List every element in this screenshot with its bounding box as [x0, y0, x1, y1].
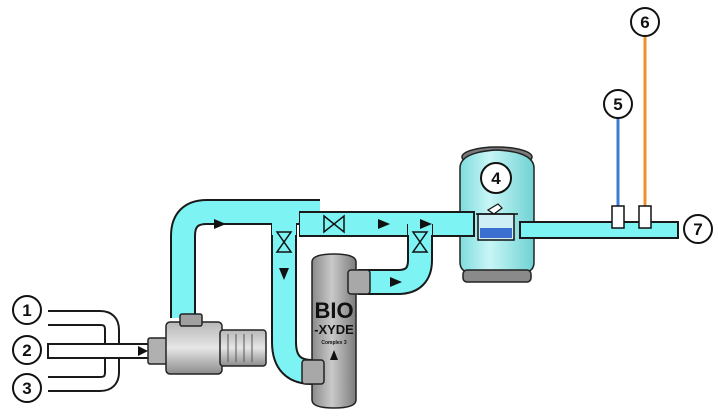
up-arrow-icon — [330, 350, 338, 360]
probe-orange — [638, 34, 652, 229]
callout-3-text: 3 — [22, 379, 31, 398]
riser-pipe — [170, 199, 320, 318]
inlet-manifold — [47, 310, 151, 392]
callout-7: 7 — [683, 214, 713, 244]
callout-3: 3 — [12, 373, 42, 403]
callout-4-text: 4 — [491, 169, 501, 188]
down-arrow-icon — [279, 268, 289, 280]
bypass-inlet-valve — [275, 231, 293, 253]
flow-arrow-icon — [390, 277, 402, 287]
callout-1: 1 — [12, 295, 42, 325]
callout-6-text: 6 — [640, 13, 649, 32]
outlet-pipe — [519, 221, 679, 239]
callout-2-text: 2 — [22, 341, 31, 360]
flow-arrow-icon — [420, 219, 432, 229]
flow-arrow-icon — [378, 219, 390, 229]
bioxyde-unit: BIO -XYDE Complex 3 — [301, 253, 371, 409]
callout-5-text: 5 — [613, 95, 622, 114]
bypass-down-pipe — [271, 224, 313, 385]
bypass-outlet-valve — [411, 231, 429, 253]
probe-blue — [611, 116, 625, 229]
flow-arrow-icon — [138, 346, 148, 356]
main-valve — [323, 214, 345, 234]
callout-2: 2 — [12, 335, 42, 365]
pump — [147, 313, 267, 375]
unit-brand-line2: -XYDE — [314, 322, 354, 337]
callout-1-text: 1 — [22, 301, 31, 320]
callout-7-text: 7 — [693, 220, 702, 239]
callout-6: 6 — [630, 7, 660, 37]
flow-arrow-icon — [214, 219, 226, 229]
callout-4: 4 — [480, 162, 512, 194]
unit-model: Complex 3 — [321, 340, 347, 346]
unit-brand-line1: BIO — [314, 298, 353, 323]
filter-valve — [476, 203, 518, 241]
callout-5: 5 — [603, 89, 633, 119]
